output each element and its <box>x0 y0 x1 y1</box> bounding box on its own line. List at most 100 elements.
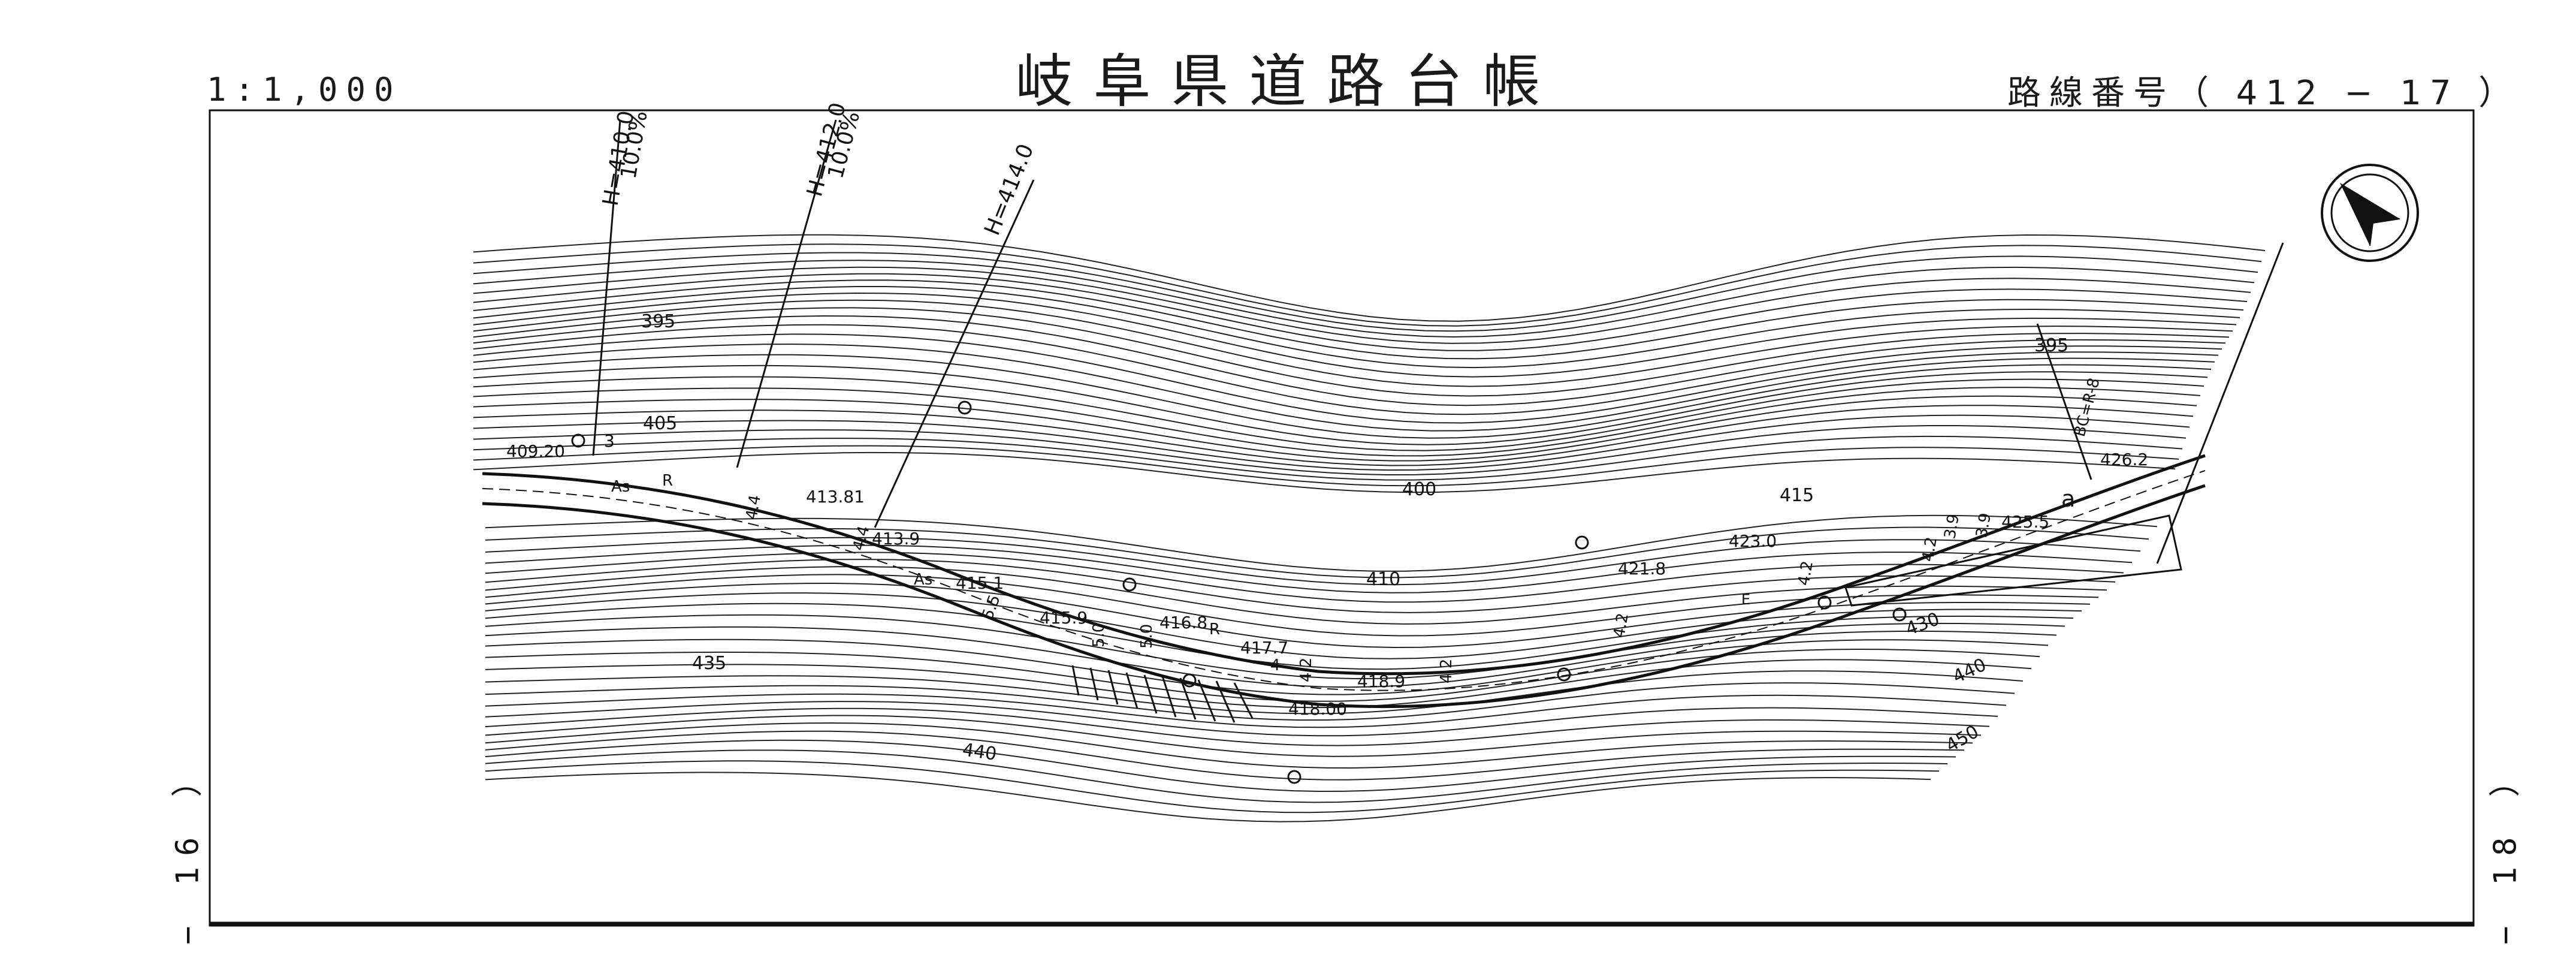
contour-label: 395 <box>641 311 675 332</box>
width-label: 4.2 <box>1795 559 1817 587</box>
contour-line <box>485 544 2133 594</box>
width-label: 4.4 <box>742 493 765 521</box>
contour-line <box>485 722 1973 769</box>
contour-line <box>485 693 2007 728</box>
contour-line <box>473 279 2244 360</box>
contour-lines-lower <box>485 514 2158 823</box>
width-label: 4.4 <box>850 524 874 553</box>
width-label: 5.0 <box>1090 623 1108 647</box>
elevation-label: 415.9 <box>1040 608 1088 628</box>
width-label: 4.2 <box>1438 659 1455 683</box>
contour-line <box>485 730 1965 781</box>
contour-line <box>473 286 2240 369</box>
contour-line <box>485 670 2024 715</box>
elevation-label: 425.5 <box>2001 512 2049 532</box>
contour-line <box>485 772 1931 823</box>
contour-lines-upper <box>473 234 2266 493</box>
contour-line <box>473 333 2219 424</box>
elevation-label: 418.00 <box>1288 699 1347 719</box>
misc-label: 3 <box>604 431 615 451</box>
contour-line <box>485 626 2057 688</box>
elevation-label: 413.81 <box>806 487 865 507</box>
contour-line <box>485 602 2074 670</box>
elevation-label: 413.9 <box>872 529 920 549</box>
misc-label: BC=R-8 <box>2071 376 2104 439</box>
map-title: 岐阜県道路台帳 <box>1015 48 1561 115</box>
width-label: 4.2 <box>1610 611 1632 639</box>
contour-line <box>485 552 2124 603</box>
elevation-label: 421.8 <box>1618 559 1666 579</box>
contour-line <box>473 252 2258 332</box>
road-elevations: 409.20 413.81 413.9 415.1 415.9 416.8 41… <box>506 441 2148 719</box>
width-label: 5.0 <box>1138 624 1156 649</box>
contour-line <box>485 682 2015 721</box>
elevation-label: 415.1 <box>956 573 1004 593</box>
contour-line <box>485 659 2032 709</box>
width-label: 5.5 <box>979 592 1004 622</box>
grade-lines <box>592 119 2284 564</box>
contour-label: 435 <box>692 653 726 674</box>
contour-line <box>485 559 2116 613</box>
surface-label: R <box>1209 620 1220 638</box>
contour-line <box>485 526 2149 579</box>
contour-line <box>473 324 2222 415</box>
gravel-shoulder <box>1844 514 2182 607</box>
north-arrow-icon <box>2321 164 2419 262</box>
surface-label: As <box>914 571 932 589</box>
misc-label: E <box>1741 591 1750 608</box>
slope-hatching <box>1071 665 1254 723</box>
contour-line <box>485 715 1982 757</box>
contour-line <box>485 749 1948 803</box>
contour-label: 405 <box>643 413 677 434</box>
elevation-label: 426.2 <box>2100 450 2148 469</box>
contour-line <box>473 405 2194 466</box>
contour-line <box>485 707 1990 746</box>
road-alignment <box>482 454 2206 709</box>
contour-line <box>473 315 2226 406</box>
contour-line <box>485 614 2065 680</box>
contour-line <box>473 354 2212 439</box>
contour-line <box>485 701 1998 737</box>
contour-line <box>485 592 2082 659</box>
contour-line <box>485 537 2141 586</box>
contour-line <box>473 299 2233 387</box>
contour-line <box>473 395 2197 462</box>
width-label: 4.2 <box>1297 658 1315 682</box>
contour-line <box>473 243 2262 327</box>
route-number: 路線番号（ 412 − 17 ） <box>2007 74 2521 113</box>
contour-line <box>473 344 2215 432</box>
contour-line <box>473 307 2230 397</box>
elevation-label: 416.8 <box>1159 613 1207 632</box>
contour-line <box>485 638 2049 695</box>
map-frame <box>209 109 2475 927</box>
contour-line <box>473 273 2248 351</box>
surface-label: As <box>611 478 630 496</box>
width-label: 3.9 <box>1973 511 1995 539</box>
elevation-label: 423.0 <box>1729 531 1777 551</box>
width-labels: 4.4 4.4 5.5 5.0 5.0 4.2 4.2 4.2 4.2 4.2 … <box>742 493 1995 683</box>
surface-label: a <box>2061 486 2075 512</box>
contour-line <box>485 760 1940 814</box>
contour-line <box>485 739 1956 793</box>
contour-label: 430 <box>1903 608 1943 640</box>
elevation-label: 418.9 <box>1357 671 1405 691</box>
contour-label: 395 <box>2034 335 2068 356</box>
contour-line <box>473 292 2237 378</box>
contour-line <box>473 376 2204 451</box>
surface-label: R <box>662 472 673 490</box>
contour-line <box>473 425 2187 476</box>
contour-line <box>473 435 2183 481</box>
misc-label: 4 <box>1270 656 1281 674</box>
contour-label: 450 <box>1943 721 1983 757</box>
contour-label: 410 <box>1366 569 1400 590</box>
contour-line <box>473 364 2208 445</box>
width-label: 3.9 <box>1941 513 1963 540</box>
contour-line <box>485 582 2091 649</box>
map-markers <box>571 400 1907 784</box>
contour-label: 440 <box>961 739 998 765</box>
contour-line <box>473 414 2190 471</box>
contour-line <box>473 266 2251 344</box>
contour-line <box>473 260 2255 338</box>
contour-line <box>473 445 2179 487</box>
